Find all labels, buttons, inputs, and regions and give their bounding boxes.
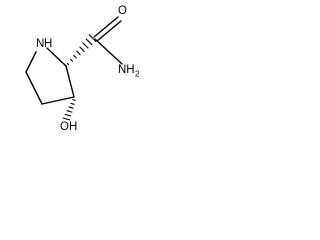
ring-nitrogen-h-label: H (44, 38, 52, 50)
hashed-wedge-c3-hydroxyl (62, 99, 76, 121)
bond-carbonyl-double-a (93, 16, 119, 38)
molecule-structure: N H O NH 2 O H (25, 5, 140, 133)
bond-c5-c4 (25, 71, 43, 105)
bond-c3-c2 (65, 65, 75, 98)
bond-n-c5 (25, 51, 37, 73)
bond-n-c2 (46, 47, 67, 67)
amide-nitrogen-subscript: 2 (135, 70, 140, 79)
hydroxyl-hydrogen-label: H (69, 121, 77, 133)
hydroxyl-oxygen-label: O (60, 121, 69, 133)
amide-nitrogen-label: NH (118, 64, 135, 76)
carbonyl-oxygen-label: O (118, 5, 127, 17)
hashed-wedge-c2-carbonyl (66, 34, 97, 66)
bond-c4-c3 (41, 96, 75, 105)
bond-carbonyl-amide-n (94, 38, 123, 65)
ring-nitrogen-label: N (36, 38, 44, 50)
bond-carbonyl-double-b (96, 20, 122, 42)
